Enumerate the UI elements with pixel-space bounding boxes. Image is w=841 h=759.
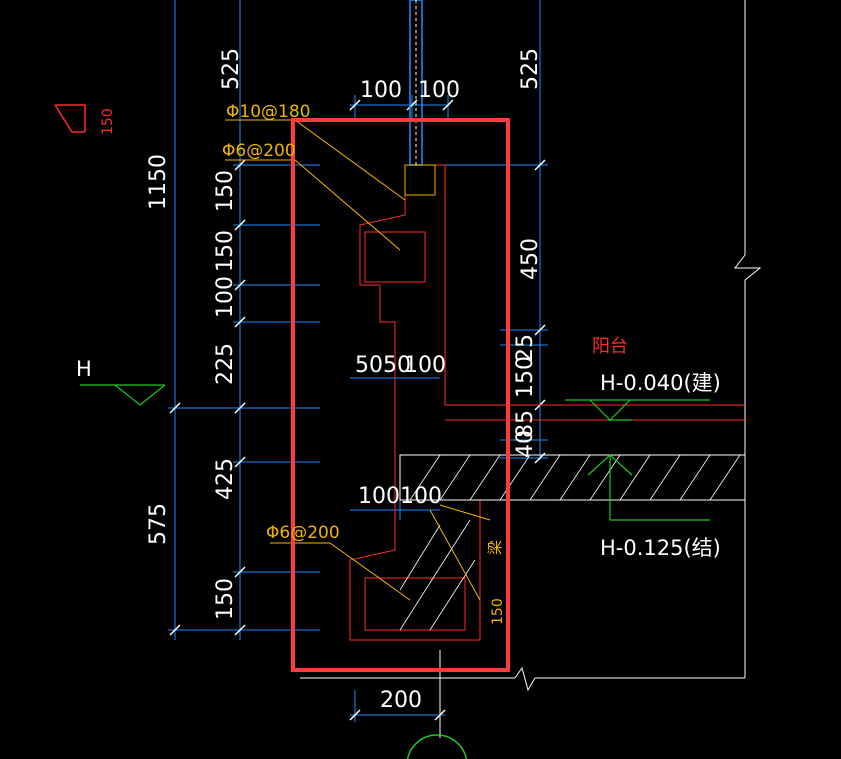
- dim-left-1150: 1150: [146, 154, 171, 210]
- dim-right-40: 40: [513, 430, 538, 458]
- dim-base-200: 200: [380, 688, 422, 713]
- dim-mid-5050: 5050: [355, 353, 411, 378]
- dim-425: 425: [213, 458, 238, 500]
- h-marker: H: [76, 357, 92, 381]
- rebar-leaders: [225, 119, 491, 601]
- dim-bottom-100-b: 100: [400, 484, 442, 509]
- axis-bubble: [406, 734, 468, 759]
- level-markers: [80, 384, 710, 521]
- dim-150-a: 150: [213, 170, 238, 212]
- concrete-outline: [349, 164, 745, 641]
- dim-right-85: 85: [513, 410, 538, 438]
- frame-lines: [300, 0, 762, 738]
- dim-right-25: 25: [513, 334, 538, 362]
- dim-top-right: 525: [518, 48, 543, 90]
- balcony-label: 阳台: [592, 336, 628, 357]
- dim-top-100-a: 100: [360, 78, 402, 103]
- dim-mid-100: 100: [404, 353, 446, 378]
- dim-right-450: 450: [518, 238, 543, 280]
- rebar-stirrup-lower: Φ6@200: [266, 523, 340, 543]
- dim-right-150: 150: [513, 356, 538, 398]
- finish-level: H-0.040(建): [600, 371, 721, 395]
- inner-150: 150: [490, 598, 506, 625]
- slab-hatch: [399, 454, 746, 631]
- marker-150: 150: [100, 108, 116, 135]
- dim-150-c: 150: [213, 578, 238, 620]
- upper-wall: [404, 0, 436, 196]
- rebar-top-bar: Φ10@180: [226, 102, 310, 122]
- dim-225: 225: [213, 343, 238, 385]
- dim-150-b: 150: [213, 230, 238, 272]
- section-marker: [54, 104, 86, 133]
- side-label: 梁: [486, 540, 504, 555]
- highlight-box[interactable]: [291, 118, 510, 672]
- rebar-stirrup-upper: Φ6@200: [222, 141, 296, 161]
- dim-left-575: 575: [146, 503, 171, 545]
- dimension-lines: [168, 0, 548, 722]
- dim-top-100-b: 100: [418, 78, 460, 103]
- structure-level: H-0.125(结): [600, 536, 721, 560]
- dim-bottom-100-a: 100: [358, 484, 400, 509]
- dim-100: 100: [213, 276, 238, 318]
- dim-top-left: 525: [219, 48, 244, 90]
